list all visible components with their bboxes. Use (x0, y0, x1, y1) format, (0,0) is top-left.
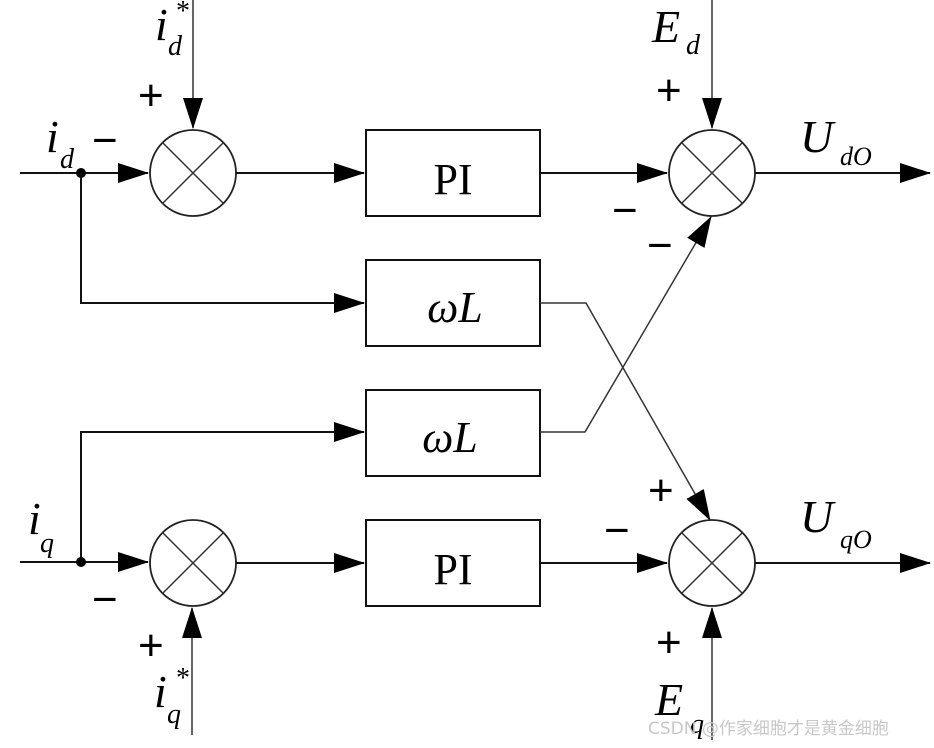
sum-junction-q-output (668, 519, 756, 607)
pi-d-label: PI (433, 155, 472, 204)
wl-d-label: ωL (427, 283, 483, 332)
sum-junction-q-error (149, 519, 237, 607)
svg-text:dO: dO (840, 142, 872, 171)
id-ref-label: i d * (155, 0, 190, 62)
svg-text:i: i (28, 493, 41, 544)
iq-to-wl-line (80, 422, 365, 562)
iq-junction-dot (76, 557, 86, 567)
sign-sum4-cross: + (648, 466, 674, 515)
id-to-wl-line (80, 173, 365, 313)
sign-sum1-fb: − (92, 116, 118, 165)
wl-q-cross-to-sum2-line (540, 216, 712, 433)
svg-text:q: q (690, 709, 704, 740)
svg-text:U: U (800, 111, 836, 162)
pi-q-label: PI (433, 545, 472, 594)
svg-text:*: * (176, 0, 190, 27)
eq-label: E q (654, 674, 704, 740)
sign-sum3-ref: + (138, 621, 164, 670)
svg-text:d: d (60, 144, 75, 175)
sign-sum2-ed: + (656, 66, 682, 115)
svg-text:E: E (654, 674, 683, 725)
sign-sum2-pi: − (612, 186, 638, 235)
uq-output-label: U qO (800, 491, 872, 554)
ed-label: E d (651, 1, 701, 61)
wl-q-block (365, 389, 541, 477)
watermark: CSDN @作家细胞才是黄金细胞 (648, 719, 889, 739)
sign-sum2-cross: − (647, 221, 673, 270)
svg-text:d: d (686, 30, 701, 61)
pi-q-block (365, 519, 541, 607)
id-label: i d (46, 111, 75, 175)
ud-output-label: U dO (800, 111, 872, 171)
svg-text:i: i (155, 0, 168, 50)
sum-junction-d-output (668, 129, 756, 217)
svg-text:i: i (154, 666, 167, 717)
iq-ref-label: i q * (154, 663, 190, 730)
wl-q-label: ωL (422, 413, 478, 462)
sum-junction-d-error (149, 129, 237, 217)
sign-sum4-eq: + (656, 618, 682, 667)
svg-text:i: i (46, 111, 59, 162)
svg-text:q: q (167, 699, 181, 730)
svg-text:d: d (168, 31, 183, 62)
sign-sum3-fb: − (92, 575, 118, 624)
sign-sum4-pi: − (604, 506, 630, 555)
wl-d-cross-to-sum4-line (540, 302, 711, 521)
svg-text:E: E (651, 1, 680, 52)
sign-sum1-ref: + (138, 71, 164, 120)
pi-d-block (365, 129, 541, 217)
svg-text:U: U (800, 491, 836, 542)
svg-text:q: q (40, 528, 54, 559)
wl-d-block (365, 259, 541, 347)
iq-label: i q (28, 493, 54, 559)
svg-text:qO: qO (840, 525, 872, 554)
svg-text:*: * (176, 663, 190, 694)
